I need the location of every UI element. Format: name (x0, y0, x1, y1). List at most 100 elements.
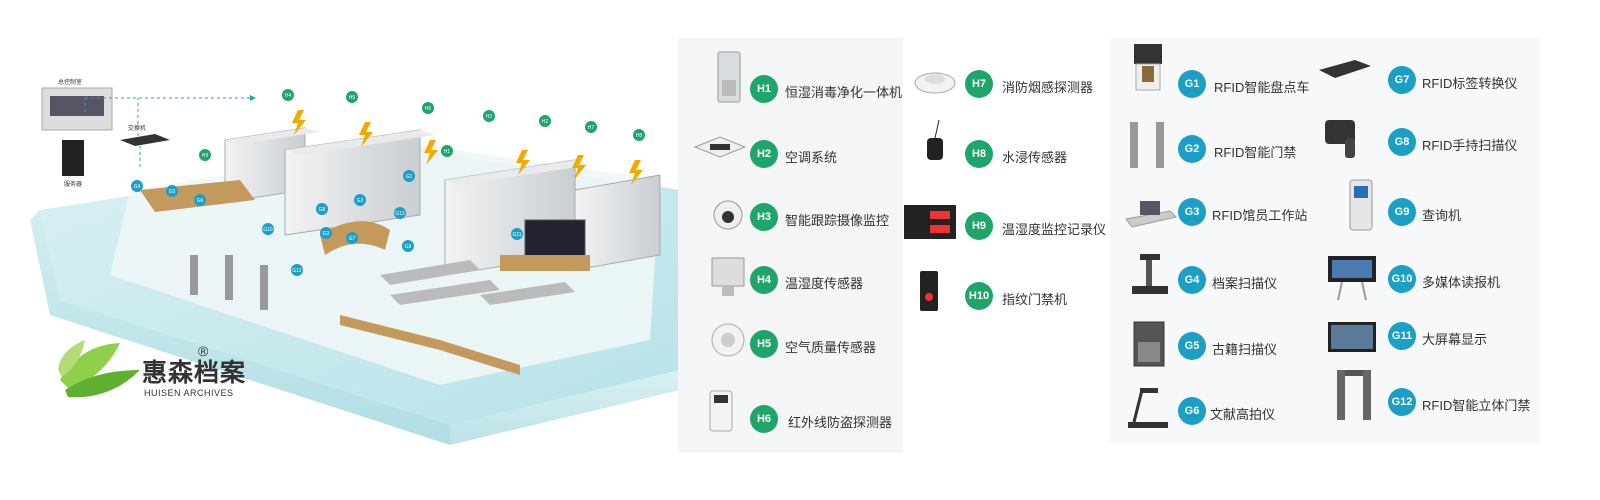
marker-label-h1: H1 (444, 149, 451, 155)
marker-label-g6: G6 (197, 198, 204, 204)
label-g5: 古籍扫描仪 (1212, 342, 1278, 357)
reading-seats (340, 260, 575, 375)
marker-g5 (166, 185, 178, 197)
label-h10: 指纹门禁机 (1002, 292, 1068, 307)
label-h8: 水浸传感器 (1002, 150, 1068, 165)
marker-label-h6: H6 (425, 106, 432, 112)
brand-name-en: HUISEN ARCHIVES (144, 388, 234, 398)
large-screen (524, 219, 586, 259)
label-g4: 档案扫描仪 (1212, 276, 1278, 291)
badge-h2: H2 (750, 140, 778, 168)
handheld-scanner-icon (1315, 112, 1375, 167)
marker-h3 (483, 110, 495, 122)
glass-wall-right (450, 370, 680, 445)
badge-g7: G7 (1388, 66, 1416, 94)
marker-g11 (511, 228, 523, 240)
label-g3: RFID馆员工作站 (1212, 208, 1308, 223)
legend-panel-h (678, 38, 903, 453)
marker-label-g11: G11 (512, 232, 521, 238)
marker-label-g13: G13 (395, 211, 405, 217)
marker-g6 (194, 194, 206, 206)
walkthrough-gate-icon (1325, 368, 1385, 423)
huisen-logo: ® 惠森档案 HUISEN ARCHIVES (50, 335, 260, 410)
marker-h9 (199, 149, 211, 161)
label-g6: 文献高拍仪 (1210, 407, 1276, 422)
archive-room-scene: 总控制室 服务器 交换机 (30, 78, 680, 445)
smoke-detector-icon (905, 55, 965, 110)
label-h6: 红外线防盗探测器 (788, 415, 893, 430)
badge-g1: G1 (1178, 70, 1206, 98)
ceiling-ac-icon (690, 122, 750, 177)
badge-g2: G2 (1178, 135, 1206, 163)
marker-label-h5: H5 (349, 95, 356, 101)
marker-label-g5: G5 (169, 189, 176, 195)
marker-g13 (394, 207, 406, 219)
marker-label-g10: G10 (263, 227, 273, 233)
label-h1: 恒湿消毒净化一体机 (785, 85, 903, 100)
marker-label-g4: G4 (134, 184, 141, 190)
label-h9: 温湿度监控记录仪 (1002, 222, 1107, 237)
marker-label-g3: G3 (323, 231, 330, 237)
workstation-icon (1120, 185, 1180, 240)
marker-label-g9: G9 (405, 244, 412, 250)
legend-panel-g (1110, 38, 1540, 443)
marker-label-h2: H2 (542, 119, 549, 125)
label-h5: 空气质量传感器 (785, 340, 877, 355)
th-recorder-icon (900, 195, 960, 250)
marker-g4 (131, 180, 143, 192)
marker-label-g7: G7 (349, 236, 356, 242)
marker-label-g2: G2 (357, 198, 364, 204)
label-g8: RFID手持扫描仪 (1422, 138, 1518, 153)
marker-g10 (262, 223, 274, 235)
tag-converter-icon (1315, 42, 1375, 97)
fingerprint-icon (900, 265, 960, 320)
marker-label-g12: G12 (292, 268, 302, 274)
marker-g1 (403, 170, 415, 182)
badge-g3: G3 (1178, 198, 1206, 226)
marker-g9 (402, 240, 414, 252)
air-sensor-icon (698, 312, 758, 367)
svg-text:服务器: 服务器 (64, 180, 82, 188)
label-g2: RFID智能门禁 (1214, 145, 1297, 160)
newspaper-reader-icon (1322, 250, 1382, 305)
badge-h3: H3 (750, 203, 778, 231)
marker-h5 (346, 91, 358, 103)
air-purifier-icon (700, 50, 760, 105)
marker-h7 (585, 121, 597, 133)
badge-g9: G9 (1388, 198, 1416, 226)
marker-h6 (422, 102, 434, 114)
registered-mark: ® (198, 343, 209, 359)
badge-h5: H5 (750, 330, 778, 358)
rfid-gate-icon (1118, 118, 1178, 173)
sensor-box-icon (698, 248, 758, 303)
label-g10: 多媒体读报机 (1422, 275, 1501, 290)
label-g1: RFID智能盘点车 (1214, 80, 1310, 95)
marker-g12 (291, 264, 303, 276)
label-g11: 大屏幕显示 (1422, 332, 1488, 347)
badge-g11: G11 (1388, 322, 1416, 350)
dome-camera-icon (698, 185, 758, 240)
badge-h4: H4 (750, 266, 778, 294)
kiosk-icon (1330, 178, 1390, 233)
badge-g4: G4 (1178, 266, 1206, 294)
svg-text:交换机: 交换机 (128, 124, 146, 132)
badge-h1: H1 (750, 75, 778, 103)
rfid-cart-icon (1118, 42, 1178, 97)
marker-label-h7: H7 (588, 125, 595, 131)
marker-g3 (320, 227, 332, 239)
document-camera-icon (1120, 382, 1180, 437)
label-g7: RFID标签转换仪 (1422, 76, 1518, 91)
infrared-detector-icon (692, 385, 752, 440)
badge-h10: H10 (965, 282, 993, 310)
marker-h4 (282, 89, 294, 101)
network-switch: 交换机 (120, 124, 170, 146)
badge-h7: H7 (965, 70, 993, 98)
label-h2: 空调系统 (785, 150, 838, 165)
control-room: 总控制室 (41, 78, 113, 131)
signal-bolts (292, 110, 643, 185)
label-h4: 温湿度传感器 (785, 276, 864, 291)
label-g9: 查询机 (1422, 208, 1462, 223)
marker-label-h9: H9 (202, 153, 209, 159)
brand-name-cn: 惠森档案 (142, 358, 247, 387)
